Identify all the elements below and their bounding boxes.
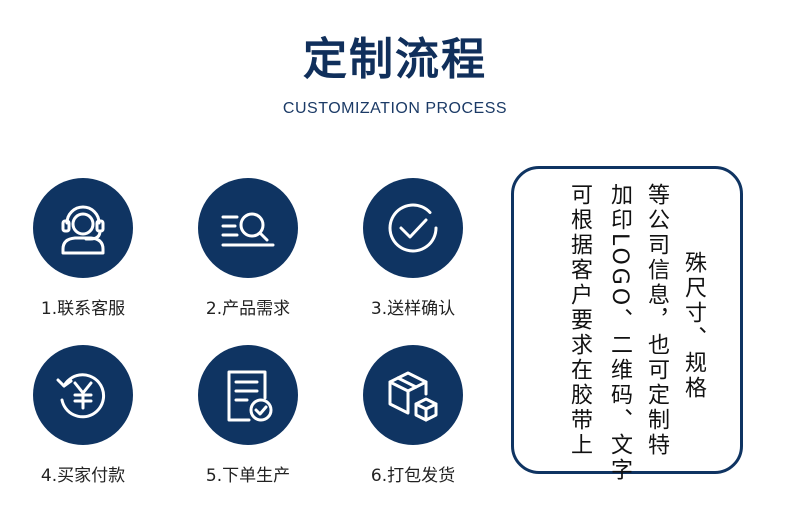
step-label: 5.下单生产 <box>205 466 291 486</box>
note-column-1: 殊尺寸、规格 <box>681 251 706 401</box>
checkmark-circle-icon <box>388 203 438 253</box>
yuan-refresh-icon <box>56 373 106 419</box>
step-label: 6.打包发货 <box>370 466 456 486</box>
step-circle <box>363 345 463 445</box>
step-product-demand: 2.产品需求 <box>178 178 318 319</box>
step-order-production: 5.下单生产 <box>178 345 318 486</box>
search-list-icon <box>221 212 275 247</box>
document-check-icon <box>227 370 273 422</box>
step-circle <box>198 178 298 278</box>
step-circle <box>363 178 463 278</box>
customization-note-box: 殊尺寸、规格 等公司信息，也可定制特 加印LOGO、二维码、文字 可根据客户要求… <box>511 166 743 483</box>
step-label: 4.买家付款 <box>40 466 126 486</box>
customer-service-icon <box>61 205 105 255</box>
step-pack-ship: 6.打包发货 <box>343 345 483 486</box>
step-label: 3.送样确认 <box>370 299 456 319</box>
step-contact-service: 1.联系客服 <box>13 178 153 319</box>
page-title: 定制流程 <box>303 34 487 85</box>
page-subtitle: CUSTOMIZATION PROCESS <box>282 100 508 117</box>
note-column-3: 加印LOGO、二维码、文字 <box>607 183 632 484</box>
step-sample-confirm: 3.送样确认 <box>343 178 483 319</box>
step-circle <box>198 345 298 445</box>
step-circle <box>33 178 133 278</box>
step-circle <box>33 345 133 445</box>
note-column-2: 等公司信息，也可定制特 <box>644 183 669 458</box>
step-label: 2.产品需求 <box>205 299 291 319</box>
package-boxes-icon <box>388 371 438 422</box>
step-label: 1.联系客服 <box>40 299 126 319</box>
note-column-4: 可根据客户要求在胶带上 <box>567 183 592 458</box>
step-buyer-payment: 4.买家付款 <box>13 345 153 486</box>
